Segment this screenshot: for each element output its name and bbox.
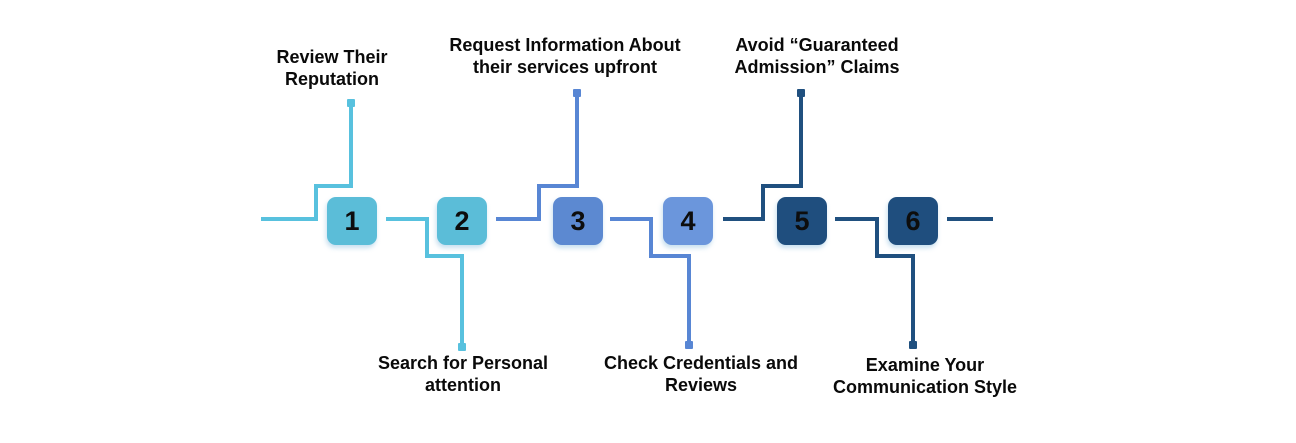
step-number: 3 [570, 205, 586, 236]
connector-step-2 [386, 217, 464, 346]
step-box-4: 4 [663, 197, 713, 245]
step-number: 2 [454, 205, 470, 236]
connector-step-6 [835, 217, 915, 344]
step-box-1: 1 [327, 197, 377, 245]
connector-cap-step-5 [797, 89, 805, 97]
connector-step-1 [261, 104, 353, 221]
step-box-2: 2 [437, 197, 487, 245]
step-number: 1 [344, 205, 360, 236]
step-number: 6 [905, 205, 921, 236]
step-box-3: 3 [553, 197, 603, 245]
connector-step-3 [496, 94, 579, 221]
connector-cap-step-6 [909, 341, 917, 349]
step-label-3: Request Information About their services… [449, 35, 681, 77]
step-label-4: Check Credentials and Reviews [603, 353, 799, 395]
step-label-1: Review Their Reputation [276, 47, 388, 89]
step-box-6: 6 [888, 197, 938, 245]
connector-step-4 [610, 217, 691, 344]
connector-cap-step-3 [573, 89, 581, 97]
connector-step-5 [723, 94, 803, 221]
connector-cap-step-1 [347, 99, 355, 107]
step-label-5: Avoid “Guaranteed Admission” Claims [734, 35, 900, 77]
connector-cap-step-4 [685, 341, 693, 349]
step-number: 4 [680, 205, 696, 236]
step-label-6: Examine Your Communication Style [832, 355, 1018, 397]
connector-cap-step-2 [458, 343, 466, 351]
step-box-5: 5 [777, 197, 827, 245]
step-label-2: Search for Personal attention [377, 353, 549, 395]
step-number: 5 [794, 205, 810, 236]
